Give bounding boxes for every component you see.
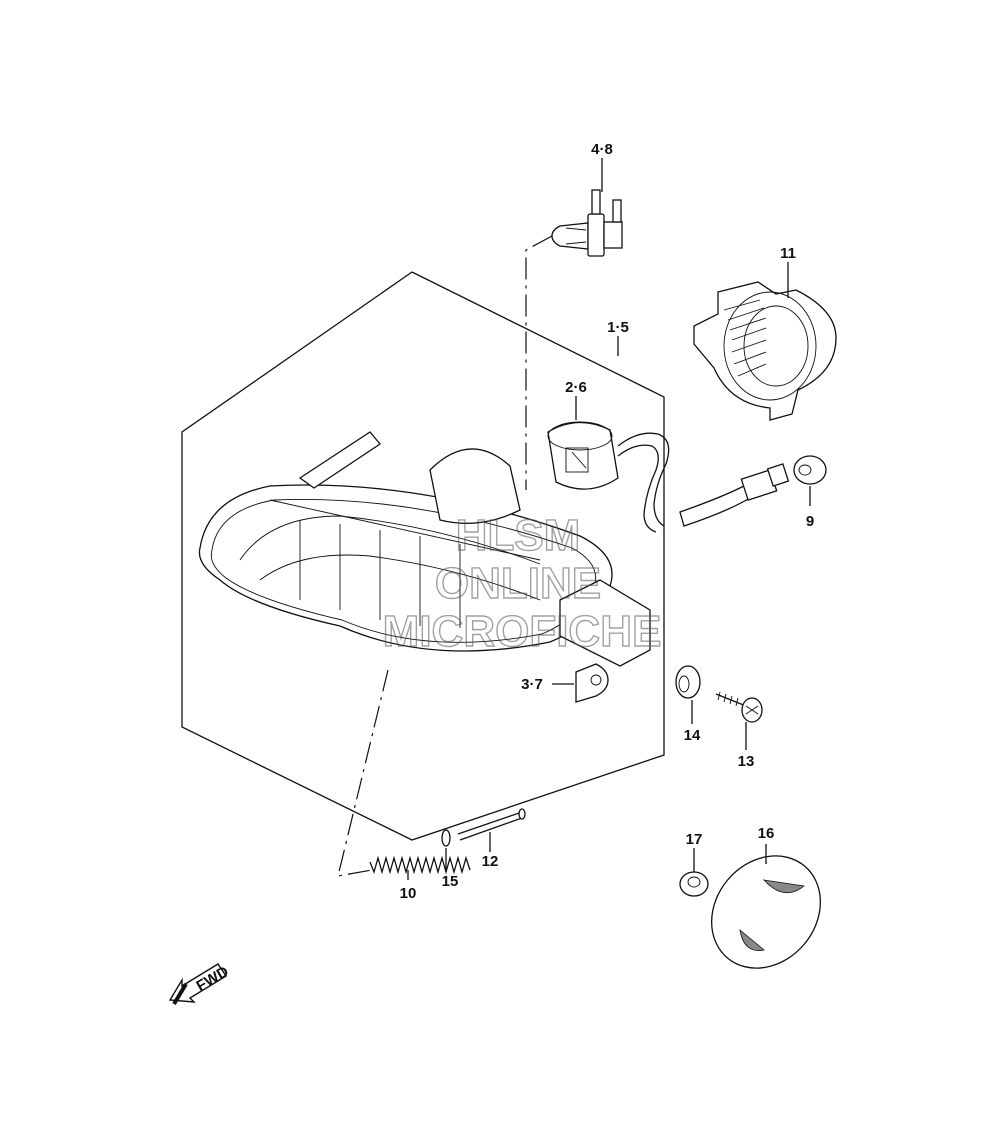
- bulb-centerline: [525, 235, 553, 490]
- label-3-7: 3·7: [521, 676, 543, 693]
- label-15: 15: [442, 873, 459, 890]
- label-1-5: 1·5: [607, 319, 629, 336]
- label-4-8: 4·8: [591, 141, 613, 158]
- bulb: [551, 189, 623, 257]
- label-13: 13: [738, 753, 755, 770]
- screw: [715, 691, 763, 723]
- spring: [369, 855, 471, 875]
- cushion: [675, 665, 701, 699]
- washer: [441, 829, 451, 847]
- watermark-line-2: ONLINE: [435, 559, 601, 608]
- socket-harness: [547, 421, 790, 533]
- bracket-clip: [575, 663, 609, 703]
- label-17: 17: [686, 831, 703, 848]
- label-9: 9: [806, 513, 814, 530]
- headlight-housing: [198, 431, 651, 667]
- adjusting-screw: [457, 808, 526, 841]
- label-2-6: 2·6: [565, 379, 587, 396]
- nut: [679, 871, 709, 897]
- cover: [693, 281, 837, 421]
- spring-centerline: [337, 669, 389, 877]
- grommet: [793, 455, 827, 485]
- label-16: 16: [758, 825, 775, 842]
- reflector: [710, 855, 822, 969]
- watermark-line-3: MICROFICHE: [383, 607, 662, 656]
- fwd-arrow-icon: FWD: [168, 963, 232, 1006]
- watermark: HLSM ONLINE MICROFICHE: [382, 510, 662, 656]
- assembly-outline: [181, 271, 665, 841]
- label-12: 12: [482, 853, 499, 870]
- label-14: 14: [684, 727, 701, 744]
- label-10: 10: [400, 885, 417, 902]
- watermark-line-1: HLSM: [456, 511, 581, 560]
- label-11: 11: [780, 245, 796, 262]
